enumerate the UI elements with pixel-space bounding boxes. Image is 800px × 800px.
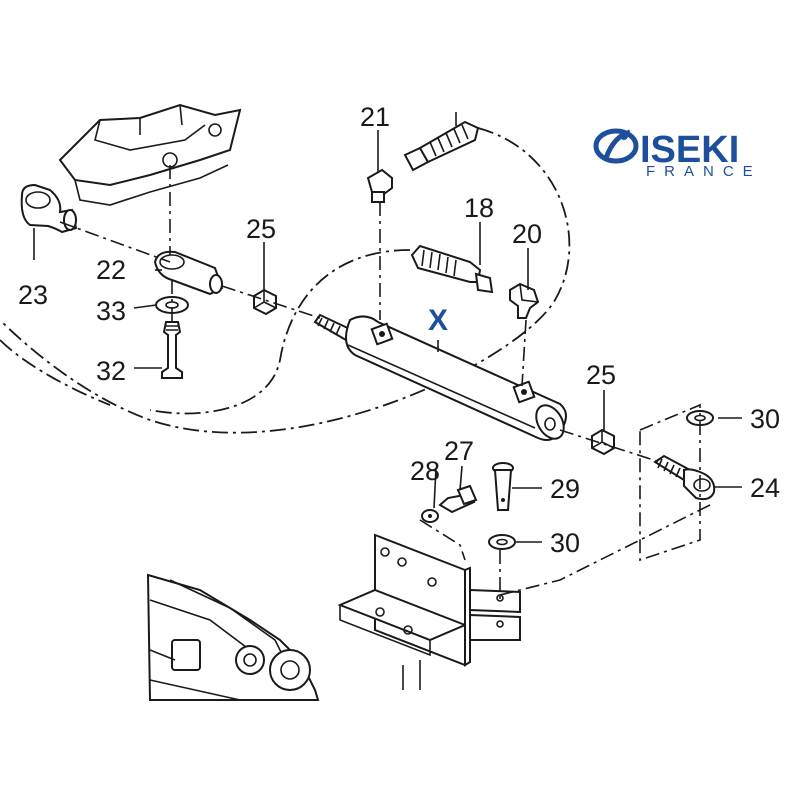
leader-lines — [33, 112, 742, 543]
hydraulic-hose — [0, 127, 571, 434]
callout-21: 21 — [360, 102, 390, 132]
callout-32: 32 — [96, 356, 126, 386]
callout-28: 28 — [410, 456, 440, 486]
callout-22: 22 — [96, 255, 126, 285]
axle-housing — [146, 573, 320, 701]
part-29-clevis-pin — [492, 462, 514, 511]
hydraulic-hose-2 — [149, 249, 411, 415]
assembly-marker-x: X — [428, 304, 448, 337]
hose-fitting-upper — [403, 120, 480, 172]
part-25-nut-upper — [253, 288, 277, 316]
hydraulic-cylinder — [313, 313, 567, 441]
part-30-washer-lower — [488, 534, 516, 550]
callout-33: 33 — [96, 296, 126, 326]
callout-18: 18 — [464, 193, 494, 223]
part-27-bolt — [438, 484, 478, 514]
assembly-lines — [59, 165, 711, 600]
part-20-elbow-fitting — [509, 282, 540, 319]
callout-labels: 21 18 20 25 22 23 33 32 25 30 24 27 28 2… — [18, 102, 780, 558]
callout-24: 24 — [750, 473, 780, 503]
part-21-elbow-fitting — [366, 168, 393, 203]
part-32-pin-bolt — [161, 321, 183, 379]
hydraulic-hose-return — [0, 339, 111, 406]
callout-27: 27 — [444, 436, 474, 466]
callout-30-lower: 30 — [550, 528, 580, 558]
brand-name: ISEKI — [640, 129, 739, 171]
mounting-bracket — [337, 533, 521, 690]
part-23-rod-end — [20, 183, 78, 234]
callout-25-upper: 25 — [246, 214, 276, 244]
iseki-logo: ISEKI FRANCE — [593, 128, 762, 180]
callout-25-lower: 25 — [586, 360, 616, 390]
front-axle-bracket — [58, 103, 242, 206]
callout-30-upper: 30 — [750, 404, 780, 434]
part-22-tie-rod-end — [153, 250, 224, 296]
iseki-emblem-icon — [593, 128, 639, 164]
callout-23: 23 — [18, 280, 48, 310]
part-24-threaded-rod-end — [653, 454, 716, 501]
brand-country: FRANCE — [646, 163, 762, 180]
part-18-hose-fitting — [410, 244, 494, 294]
callout-29: 29 — [550, 474, 580, 504]
part-28-washer — [421, 509, 439, 523]
callout-20: 20 — [512, 219, 542, 249]
